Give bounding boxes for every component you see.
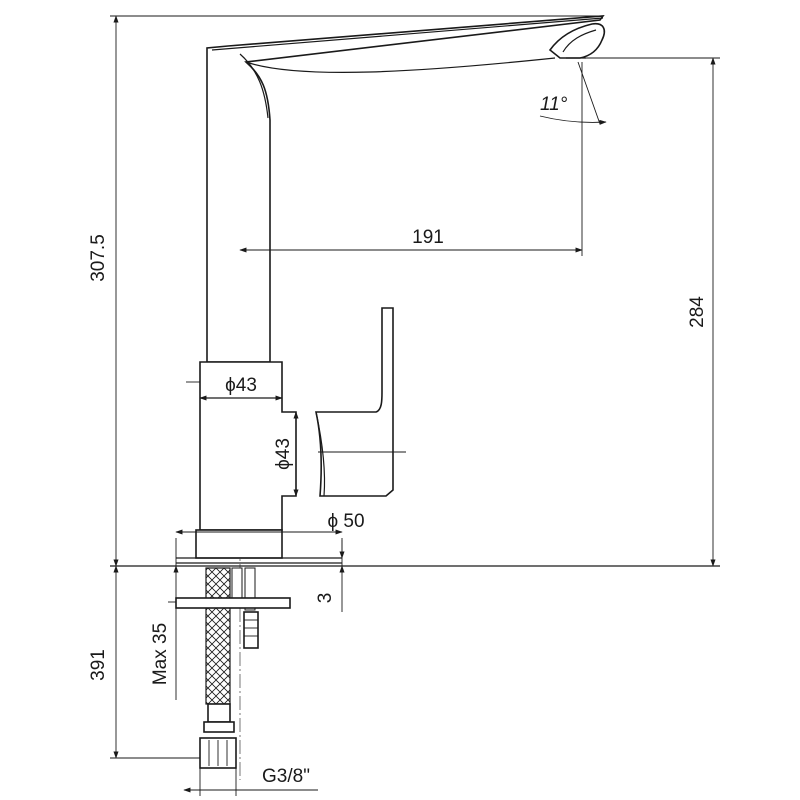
label-base-diameter: ϕ 50 (327, 511, 364, 532)
base-ring (110, 529, 720, 567)
dimension-connection-thread: G3/8" (183, 766, 318, 796)
lever-handle (315, 307, 406, 497)
label-total-height: 307.5 (88, 234, 109, 282)
label-body-diameter-side: ϕ43 (273, 438, 294, 470)
spout (206, 15, 606, 363)
dimension-body-diameter-side: ϕ43 (273, 411, 299, 497)
label-max-deck-thickness: Max 35 (150, 623, 171, 685)
label-base-thickness: 3 (315, 593, 336, 604)
label-spout-reach: 191 (412, 227, 444, 248)
dimension-total-height: 307.5 (88, 15, 600, 567)
dimension-base-thickness: 3 (315, 540, 345, 612)
dimension-spout-angle: 11° (539, 61, 607, 125)
dimension-base-diameter: ϕ 50 (175, 511, 365, 566)
label-spout-angle: 11° (540, 94, 568, 115)
label-hose-length: 391 (88, 649, 109, 681)
label-spout-height: 284 (687, 296, 708, 328)
dimension-spout-reach: 191 (239, 62, 583, 256)
dimension-spout-height: 284 (586, 57, 720, 567)
dimension-body-diameter-top: ϕ43 (186, 375, 283, 401)
mounting-kit (175, 567, 291, 769)
label-connection-thread: G3/8" (262, 766, 310, 787)
dimension-hose-length: 391 (88, 565, 200, 759)
label-body-diameter-top: ϕ43 (225, 375, 257, 396)
dimension-max-deck-thickness: Max 35 (150, 565, 179, 700)
